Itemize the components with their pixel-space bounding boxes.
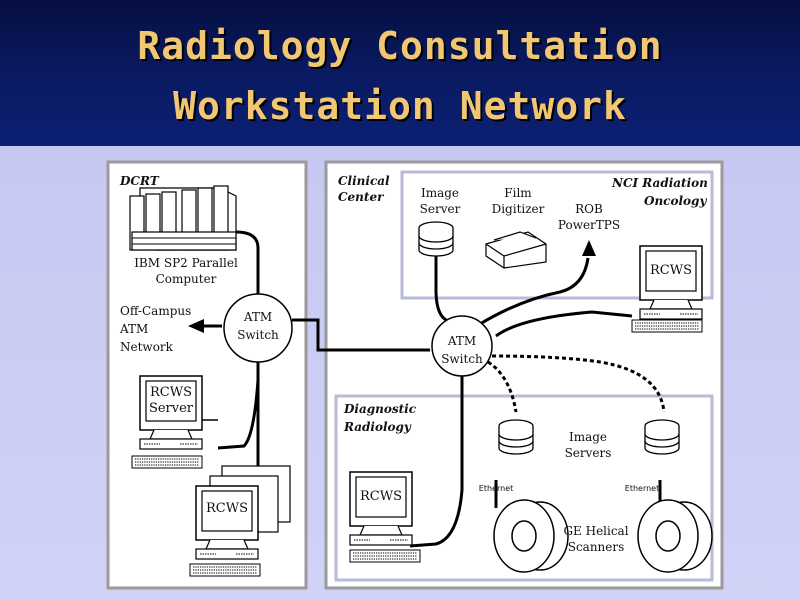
rcws-nci-workstation-icon xyxy=(631,245,703,333)
rob-arrow-icon xyxy=(582,240,596,256)
film-digitizer-label-2: Digitizer xyxy=(491,202,545,216)
image-server-label-2: Server xyxy=(419,202,461,216)
nci-label-2: Oncology xyxy=(644,194,707,208)
title-banner: Radiology Consultation Workstation Netwo… xyxy=(0,0,800,146)
dashed-links xyxy=(487,354,666,413)
rcws-server-label-2: Server xyxy=(148,401,194,416)
rcws-server-workstation-icon xyxy=(131,375,218,469)
diagnostic-radiology-box xyxy=(334,394,714,582)
ethernet-label-left: Ethernet xyxy=(478,484,514,493)
offcampus-label-1: Off-Campus xyxy=(120,304,192,318)
slide-title-line-1: Radiology Consultation xyxy=(137,24,663,68)
image-server-label-1: Image xyxy=(420,186,460,200)
atm-left-label-2: Switch xyxy=(237,328,279,342)
rcws-dcrt-label: RCWS xyxy=(205,501,248,516)
ibm-label-1: IBM SP2 Parallel xyxy=(134,256,238,270)
rcws-server-label-1: RCWS xyxy=(149,385,192,400)
network-links xyxy=(217,230,662,548)
ethernet-label-right: Ethernet xyxy=(624,484,660,493)
image-servers-label-1: Image xyxy=(568,430,608,444)
image-server-disk-icon xyxy=(418,221,454,257)
ge-scanners-label-2: Scanners xyxy=(567,540,625,554)
nci-radiation-oncology-box xyxy=(400,170,714,300)
diagnostic-label-1: Diagnostic xyxy=(344,402,417,416)
clinical-center-label-2: Center xyxy=(338,190,384,204)
atm-left-label-1: ATM xyxy=(243,310,273,324)
image-servers-label-2: Servers xyxy=(564,446,612,460)
offcampus-arrow-icon xyxy=(188,319,204,333)
rcws-diagnostic-label: RCWS xyxy=(359,489,402,504)
film-digitizer-icon xyxy=(485,231,547,269)
ge-scanner-right-icon xyxy=(637,499,713,573)
rob-label-1: ROB xyxy=(575,202,603,216)
rcws-dcrt-workstation-icon xyxy=(189,465,291,577)
nci-label-1: NCI Radiation xyxy=(612,176,708,190)
atm-switch-center-icon xyxy=(431,315,493,377)
rob-label-2: PowerTPS xyxy=(557,218,621,232)
ge-scanner-left-icon xyxy=(493,499,569,573)
clinical-center-label-1: Clinical xyxy=(338,174,390,188)
image-server-disk-left-icon xyxy=(498,419,534,455)
atm-switch-left-icon xyxy=(223,293,293,363)
atm-center-label-2: Switch xyxy=(441,352,483,366)
offcampus-label-3: Network xyxy=(120,340,173,354)
offcampus-label-2: ATM xyxy=(120,322,149,336)
film-digitizer-label-1: Film xyxy=(504,186,532,200)
ge-scanners-label-1: GE Helical xyxy=(563,524,629,538)
atm-center-label-1: ATM xyxy=(447,334,477,348)
rcws-nci-label: RCWS xyxy=(649,263,692,278)
dcrt-label: DCRT xyxy=(120,174,159,188)
slide-title-line-2: Workstation Network xyxy=(173,84,627,128)
diagnostic-label-2: Radiology xyxy=(344,420,411,434)
image-server-disk-right-icon xyxy=(644,419,680,455)
ibm-sp2-computer-icon xyxy=(129,185,237,251)
ibm-label-2: Computer xyxy=(155,272,217,286)
